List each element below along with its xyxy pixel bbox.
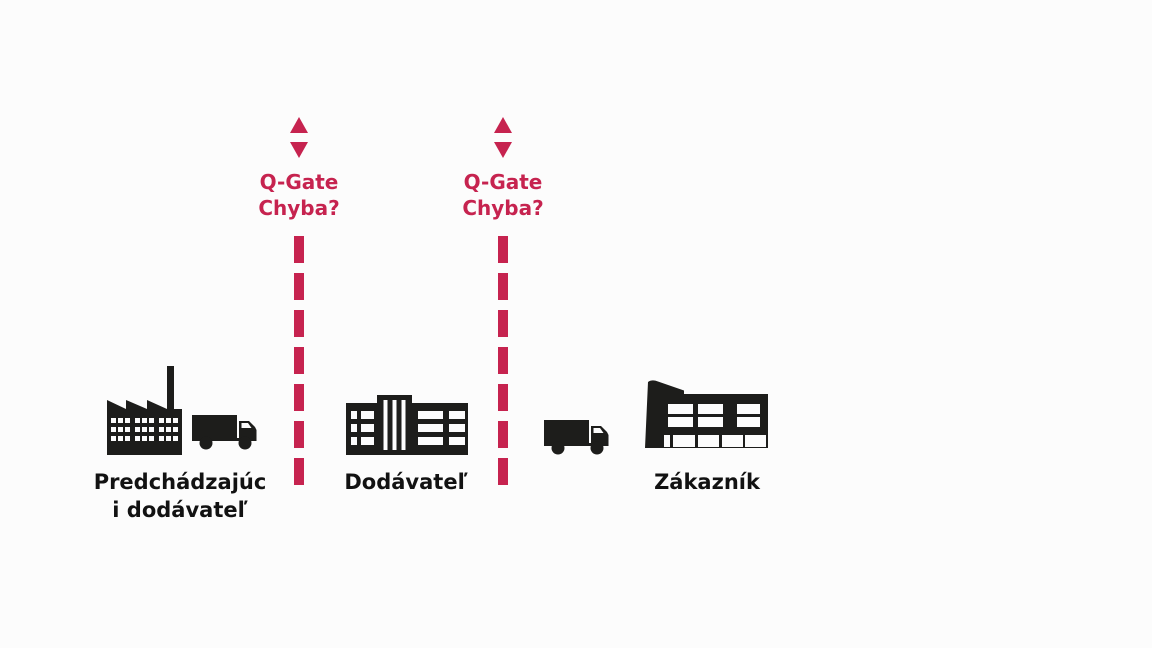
arrow-up-icon: [290, 117, 308, 133]
qgate-2-label: Q-Gate Chyba?: [462, 169, 543, 221]
truck-icon: [544, 420, 609, 455]
qgate-2-label-line2: Chyba?: [462, 196, 544, 220]
node-label-customer: Zákazník: [654, 470, 760, 494]
qgate-2-label-line1: Q-Gate: [463, 170, 543, 194]
qgate-marker-2: Q-Gate Chyba?: [440, 117, 566, 490]
truck-icon: [192, 415, 257, 450]
arrow-down-icon: [494, 142, 512, 158]
previous-supplier-label-line1: Predchádzajúc: [93, 470, 267, 494]
arrow-down-icon: [290, 142, 308, 158]
arrow-up-icon: [494, 117, 512, 133]
customer-building-icon: [645, 380, 768, 448]
office-building-icon: [346, 395, 468, 455]
factory-icon: [107, 366, 182, 455]
qgate-2-dashed-line: [498, 236, 508, 490]
qgate-marker-1: Q-Gate Chyba?: [236, 117, 362, 490]
qgate-1-label-line1: Q-Gate: [259, 170, 339, 194]
node-label-previous-supplier: Predchádzajúc i dodávateľ: [70, 468, 290, 524]
qgate-1-label: Q-Gate Chyba?: [258, 169, 339, 221]
node-label-supplier: Dodávateľ: [344, 470, 468, 494]
qgate-1-dashed-line: [294, 236, 304, 490]
previous-supplier-label-line2: i dodávateľ: [112, 498, 248, 522]
qgate-1-label-line2: Chyba?: [258, 196, 340, 220]
